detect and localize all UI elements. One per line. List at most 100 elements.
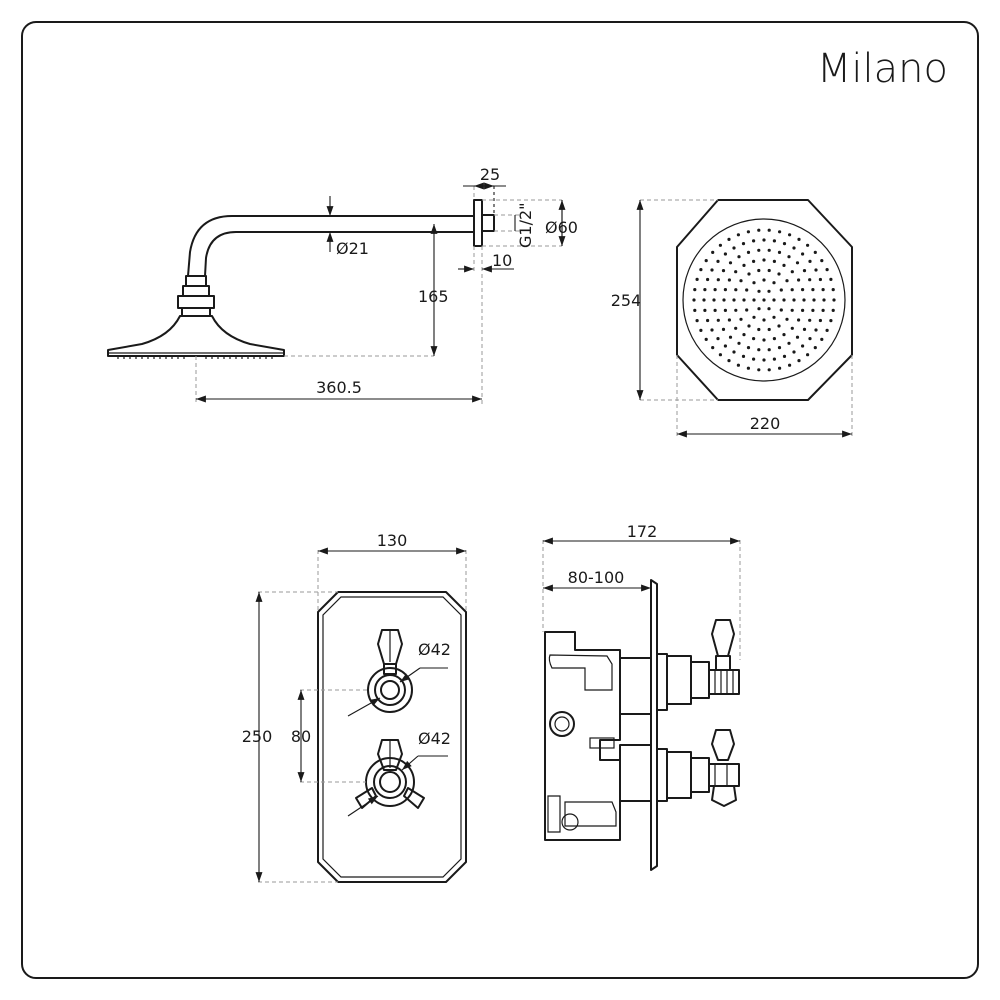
spray-nozzle <box>723 252 728 256</box>
spray-nozzle <box>814 328 818 332</box>
spray-nozzle <box>814 268 818 272</box>
dim-label-plate-height: 250 <box>242 727 273 746</box>
spray-nozzle <box>727 318 732 322</box>
spray-nozzle <box>811 288 815 292</box>
spray-nozzle <box>727 278 732 282</box>
spray-nozzle <box>811 308 815 312</box>
nozzle-pattern <box>692 228 836 372</box>
spray-nozzle <box>767 289 771 293</box>
arm-pipe <box>187 215 475 277</box>
spray-nozzle <box>820 259 824 263</box>
spray-nozzle <box>829 319 833 323</box>
spray-nozzle <box>831 308 835 312</box>
spray-nozzle <box>785 317 789 321</box>
spray-nozzle <box>716 337 720 341</box>
spray-nozzle <box>782 263 786 267</box>
spray-nozzle <box>721 269 726 273</box>
spray-nozzle <box>716 278 720 282</box>
spray-nozzle <box>801 252 805 256</box>
spray-nozzle <box>820 337 824 341</box>
spray-nozzle <box>742 333 746 337</box>
spray-nozzle <box>772 281 776 285</box>
spray-nozzle <box>741 242 746 246</box>
spray-nozzle <box>808 337 812 341</box>
dim-label-thread: G1/2" <box>516 202 535 248</box>
spray-nozzle <box>782 333 786 337</box>
spray-nozzle <box>693 308 697 312</box>
spray-nozzle <box>710 328 714 332</box>
spray-nozzle <box>767 307 771 311</box>
spray-nozzle <box>762 238 766 242</box>
spray-nozzle <box>762 358 766 362</box>
dim-label-arm-diameter: Ø21 <box>336 239 369 258</box>
spray-nozzle <box>722 298 726 302</box>
spray-nozzle <box>813 250 817 254</box>
spray-nozzle <box>747 272 751 276</box>
swivel-joint <box>185 275 207 287</box>
spray-nozzle <box>792 246 796 250</box>
spray-nozzle <box>762 258 766 262</box>
spray-nozzle <box>746 346 751 350</box>
spray-nozzle <box>718 243 723 247</box>
spray-nozzle <box>808 318 812 322</box>
spray-nozzle <box>818 318 823 323</box>
spray-nozzle <box>762 318 766 322</box>
spray-nozzle <box>757 289 761 293</box>
spray-nozzle <box>772 357 777 361</box>
spray-nozzle <box>746 230 751 234</box>
shower-head-hexagon <box>676 199 853 401</box>
spray-nozzle <box>802 327 807 331</box>
spray-nozzle <box>718 353 723 357</box>
wall-stub <box>481 214 495 232</box>
spray-nozzle <box>772 239 777 243</box>
spray-nozzle <box>747 324 751 328</box>
spray-nozzle <box>752 315 756 319</box>
wall-flange <box>473 199 483 247</box>
spray-nozzle <box>782 298 786 302</box>
spray-nozzle <box>737 255 741 259</box>
spray-nozzle <box>821 288 825 292</box>
spray-nozzle <box>772 337 777 341</box>
spray-nozzle <box>752 239 756 243</box>
dim-label-flange-diameter: Ø60 <box>545 218 578 237</box>
spray-nozzle <box>777 346 782 350</box>
dim-label-lower-handle: Ø42 <box>418 729 451 748</box>
spray-nozzle <box>788 233 792 237</box>
spray-nozzle <box>746 366 751 370</box>
spray-nozzle <box>706 318 710 323</box>
spray-nozzle <box>710 268 714 272</box>
spray-nozzle <box>732 350 736 354</box>
spray-nozzle <box>779 308 783 312</box>
spray-nozzle <box>739 279 743 283</box>
spray-nozzle <box>742 298 746 302</box>
spray-nozzle <box>703 288 707 292</box>
shower-arm-side-view: 25 Ø60 G1/2" Ø21 10 165 360.5 <box>107 165 578 404</box>
dim-label-body-depth: 172 <box>627 522 658 541</box>
dim-label-wall-depth: 80-100 <box>568 568 625 587</box>
spray-nozzle <box>832 298 836 302</box>
spray-nozzle <box>727 359 731 363</box>
spray-nozzle <box>693 288 697 292</box>
shower-head-plan-view: 254 220 <box>611 199 853 438</box>
spray-nozzle <box>721 327 726 331</box>
spray-nozzle <box>723 344 728 348</box>
spray-nozzle <box>797 359 801 363</box>
spray-nozzle <box>821 308 825 312</box>
spray-nozzle <box>716 318 720 322</box>
spray-nozzle <box>727 237 731 241</box>
spray-nozzle <box>702 298 706 302</box>
spray-nozzle <box>695 277 699 281</box>
spray-nozzle <box>782 354 787 358</box>
page-frame <box>21 21 979 979</box>
spray-nozzle <box>831 288 835 292</box>
dim-label-flange-depth: 10 <box>492 251 512 270</box>
spray-nozzle <box>812 298 816 302</box>
spray-nozzle <box>762 338 766 342</box>
spray-nozzle <box>777 272 781 276</box>
dim-label-arm-drop: 165 <box>418 287 449 306</box>
spray-nozzle <box>818 277 823 282</box>
shower-head-face <box>682 218 846 382</box>
dim-label-valve-spacing: 80 <box>291 727 311 746</box>
spray-nozzle <box>757 368 761 372</box>
upper-handle <box>367 629 413 713</box>
